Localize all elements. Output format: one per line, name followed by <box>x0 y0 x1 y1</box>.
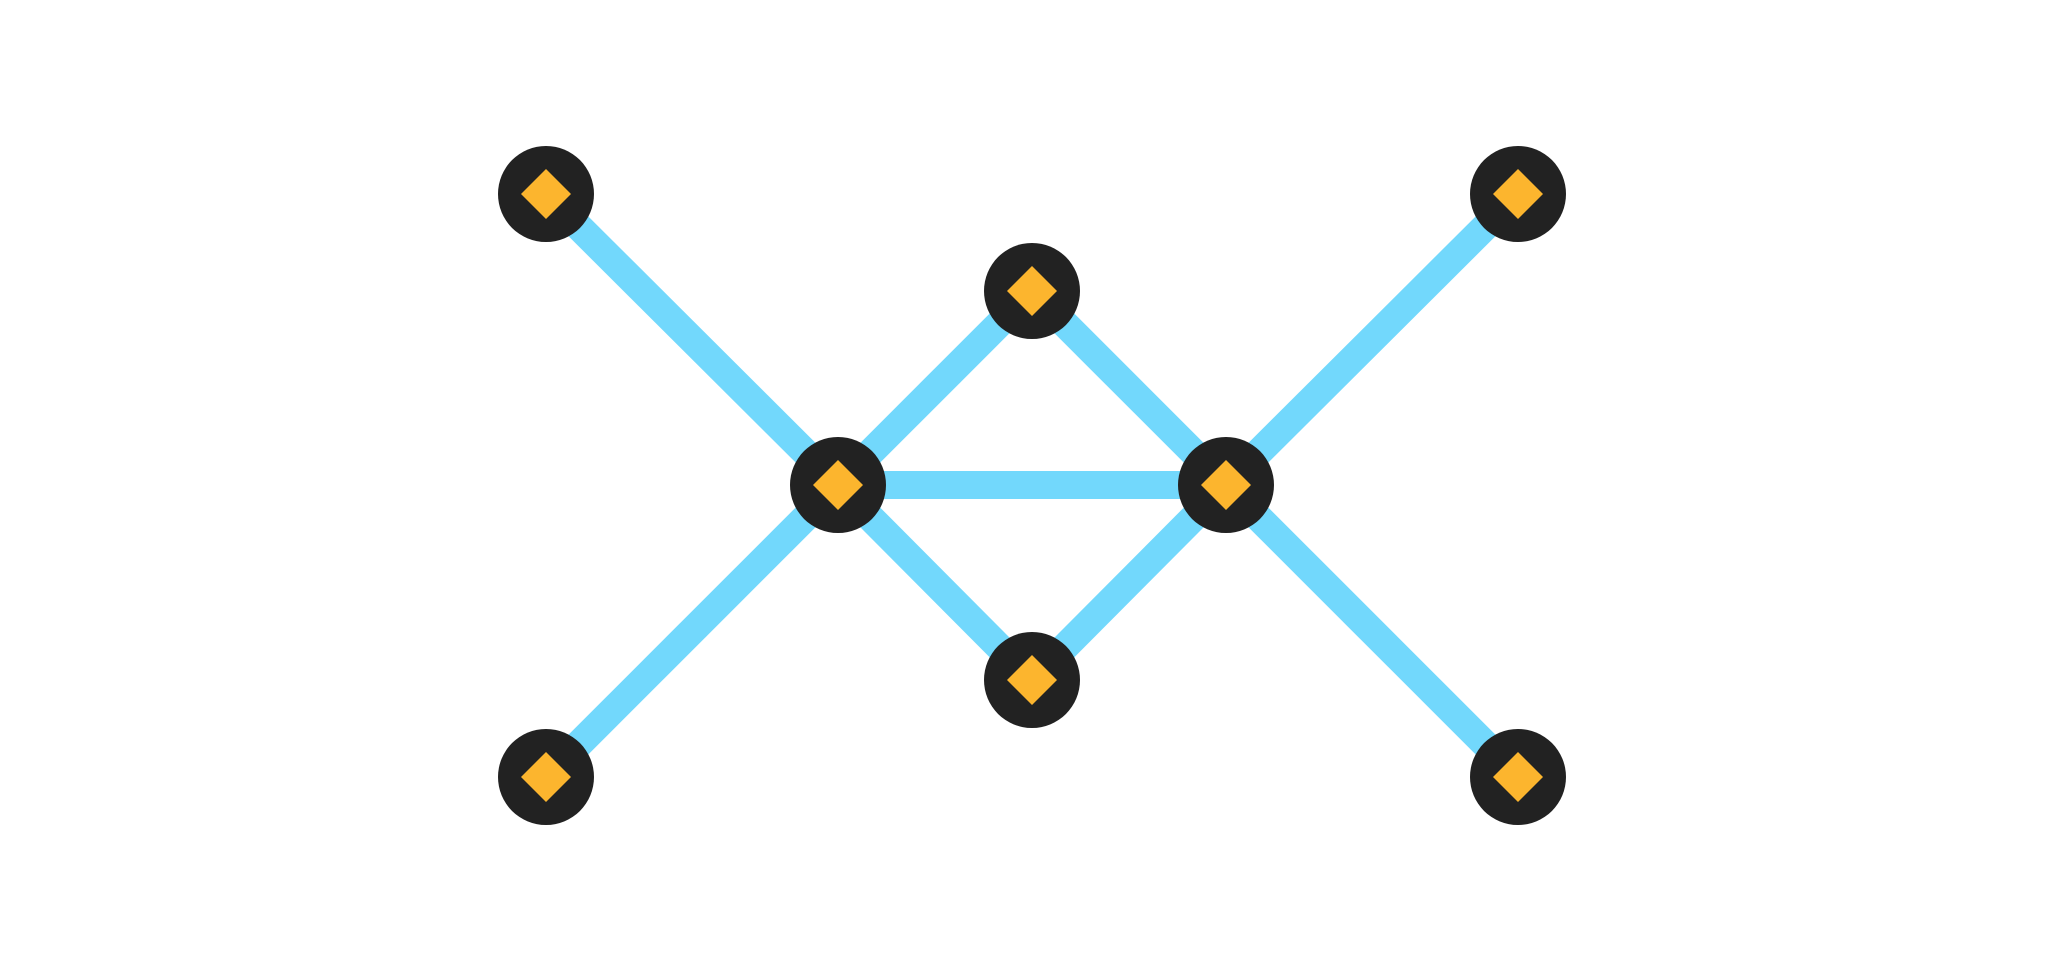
node-n-bottom-left <box>498 729 594 825</box>
node-n-mid-right <box>1178 437 1274 533</box>
edge-n-top-left-n-mid-left <box>536 184 848 495</box>
node-diamond-icon <box>1493 169 1543 219</box>
node-diamond-icon <box>1201 460 1251 510</box>
node-diamond-icon <box>813 460 863 510</box>
node-n-bottom-right <box>1470 729 1566 825</box>
node-n-mid-left <box>790 437 886 533</box>
node-n-bottom-center <box>984 632 1080 728</box>
node-diamond-icon <box>1007 266 1057 316</box>
node-diamond-icon <box>521 169 571 219</box>
node-diamond-icon <box>1493 752 1543 802</box>
edge-n-mid-right-n-bottom-right <box>1216 475 1528 787</box>
node-diamond-icon <box>521 752 571 802</box>
edge-n-bottom-left-n-mid-left <box>536 475 848 787</box>
edge-n-mid-right-n-top-right <box>1216 184 1528 495</box>
node-diamond-icon <box>1007 655 1057 705</box>
node-n-top-center <box>984 243 1080 339</box>
node-n-top-right <box>1470 146 1566 242</box>
nodes-layer <box>498 146 1566 825</box>
node-n-top-left <box>498 146 594 242</box>
